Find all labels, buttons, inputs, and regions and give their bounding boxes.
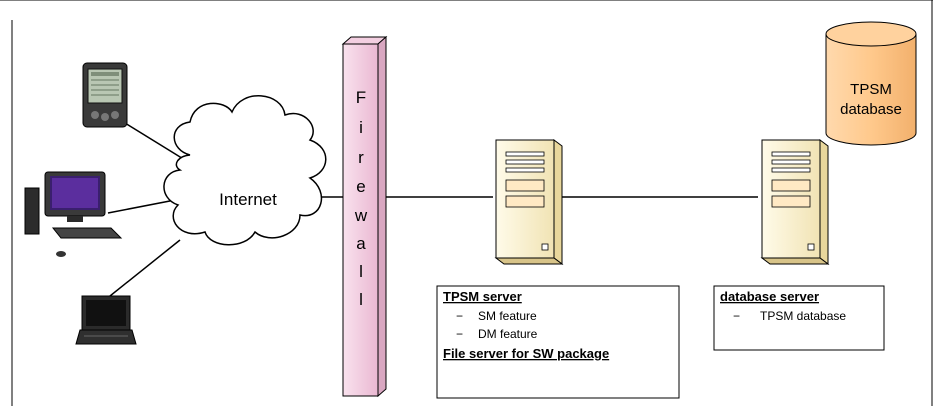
database-label-line2: database (840, 101, 902, 118)
firewall-letter: a (356, 234, 366, 253)
db-server-item: TPSM database (760, 309, 846, 323)
bullet: − (733, 309, 740, 323)
firewall-letter: w (354, 206, 368, 225)
firewall-letter: r (358, 148, 364, 167)
firewall-letter: e (356, 177, 365, 196)
database-server-title: database server (720, 289, 819, 304)
tpsm-feature-item: SM feature (478, 309, 537, 323)
cloud-icon: Internet (163, 95, 327, 246)
firewall-letter: i (359, 118, 363, 137)
database-cylinder-icon: TPSM database (825, 21, 917, 146)
tpsm-server-box: TPSM server − SM feature − DM feature Fi… (436, 285, 680, 399)
firewall-letter: F (356, 88, 366, 107)
pda-icon (82, 62, 128, 128)
firewall-letter: l (359, 290, 363, 309)
tpsm-feature-item: DM feature (478, 327, 538, 341)
tpsm-server-title: TPSM server (443, 289, 522, 304)
cloud-label: Internet (219, 190, 277, 209)
file-server-label: File server for SW package (443, 346, 609, 361)
database-server-icon (761, 139, 829, 265)
firewall-icon: F i r e w a l l (341, 35, 388, 398)
bullet: − (456, 309, 463, 323)
database-server-box: database server − TPSM database (713, 285, 885, 351)
bullet: − (456, 327, 463, 341)
laptop-icon (75, 295, 137, 345)
firewall-letter: l (359, 262, 363, 281)
database-label-line1: TPSM (850, 81, 892, 98)
tpsm-server-icon (495, 139, 563, 265)
desktop-computer-icon (24, 171, 123, 257)
